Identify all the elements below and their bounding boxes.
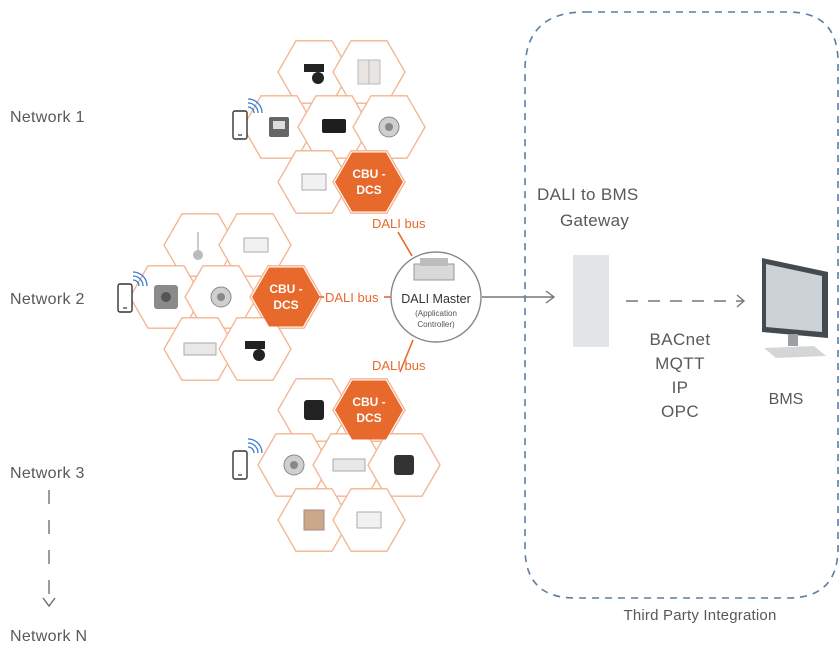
cbu-label-line2: DCS <box>356 411 381 425</box>
protocol-opc: OPC <box>661 402 699 421</box>
network-1-cluster: CBU - DCS <box>232 40 426 214</box>
phone-icon <box>232 438 263 480</box>
cbu-label-line2: DCS <box>356 183 381 197</box>
master-sub2: Controller) <box>417 320 455 329</box>
floodlight-icon <box>394 455 414 475</box>
third-party-label: Third Party Integration <box>623 607 776 624</box>
dali-bus-label-3: DALI bus <box>372 358 426 373</box>
master-sub1: (Application <box>415 309 457 318</box>
led-driver-icon <box>183 342 217 356</box>
downlight-icon <box>378 116 400 138</box>
third-party-region <box>524 11 839 599</box>
sensor-box-icon <box>243 237 269 253</box>
driver-box-icon <box>322 119 346 133</box>
gateway-to-bms-arrow <box>626 294 746 308</box>
network-2-cluster: CBU - DCS <box>117 213 323 381</box>
dali-bus-label-2: DALI bus <box>325 290 379 305</box>
wall-switch-icon <box>303 509 325 531</box>
relay-module-icon <box>269 117 289 137</box>
network-2-label: Network 2 <box>10 291 85 308</box>
dali-bus-label-1: DALI bus <box>372 216 426 231</box>
downlight-icon <box>283 454 305 476</box>
sensor-box-icon <box>301 173 327 191</box>
gateway-device <box>573 255 609 347</box>
led-driver-icon <box>332 458 366 472</box>
network-n-label: Network N <box>10 628 87 645</box>
cbu-label-line1: CBU - <box>269 282 302 296</box>
driver-box-icon <box>356 511 382 529</box>
gateway-label-line2: Gateway <box>560 211 629 230</box>
network-1-label: Network 1 <box>10 109 85 126</box>
cbu-label-line2: DCS <box>273 298 298 312</box>
cbu-label-line1: CBU - <box>352 395 385 409</box>
network-continuation-arrow <box>42 490 56 608</box>
spotlight-icon <box>245 341 265 361</box>
protocol-ip: IP <box>672 378 689 397</box>
dali-master: DALI Master (Application Controller) <box>390 251 482 343</box>
protocol-bacnet: BACnet <box>650 330 711 349</box>
cbu-label-line1: CBU - <box>352 167 385 181</box>
gateway-label-line1: DALI to BMS <box>537 185 639 204</box>
master-to-gateway-arrow <box>482 290 556 304</box>
ceiling-sensor-icon <box>154 285 178 309</box>
network-3-label: Network 3 <box>10 465 85 482</box>
controller-device-icon <box>413 258 455 281</box>
wall-switch-icon <box>357 59 381 85</box>
relay-module-icon <box>304 400 324 420</box>
spotlight-icon <box>304 64 324 84</box>
bms-label: BMS <box>769 391 804 408</box>
master-title: DALI Master <box>401 292 470 306</box>
dali-bus-lines <box>315 231 414 373</box>
network-3-cluster: CBU - DCS <box>232 378 441 552</box>
protocol-mqtt: MQTT <box>655 354 705 373</box>
downlight-icon <box>210 286 232 308</box>
computer-icon <box>762 258 828 358</box>
pendant-lamp-icon <box>193 232 203 260</box>
